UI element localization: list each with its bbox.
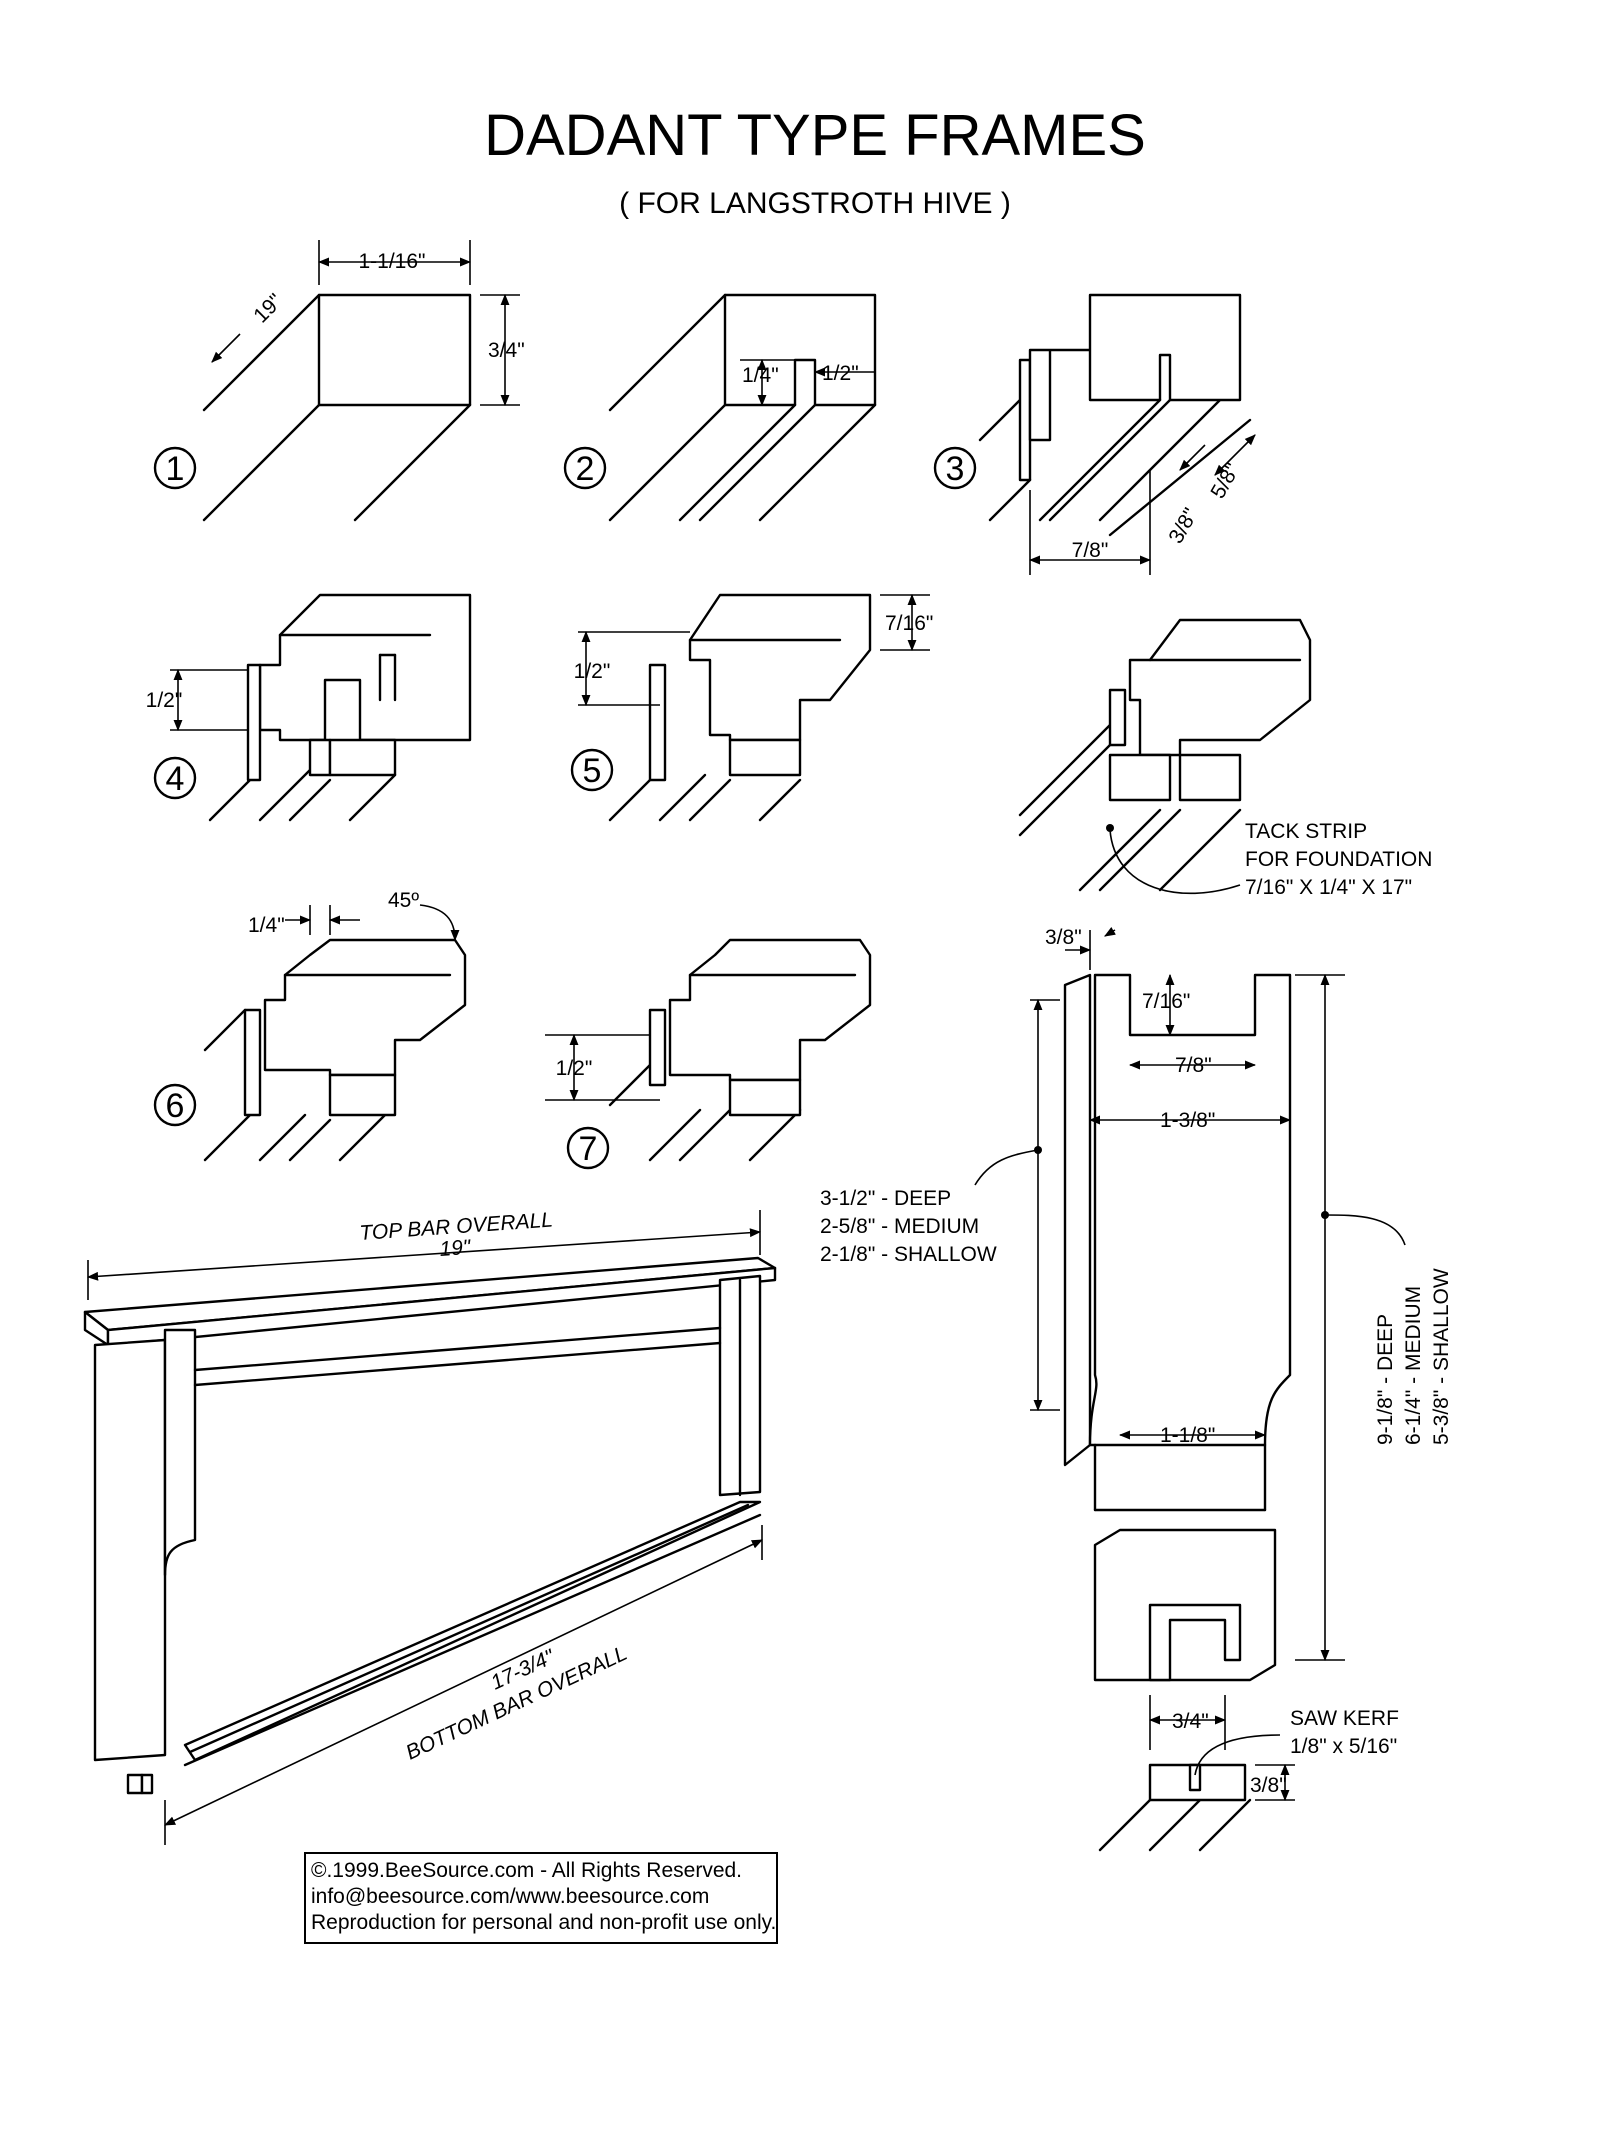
- page-subtitle: ( FOR LANGSTROTH HIVE ): [619, 187, 1011, 220]
- dim-1-1-16: 1-1/16": [359, 250, 426, 273]
- dim-7-16-endbar: 7/16": [1142, 990, 1190, 1013]
- end-bar-height-deep: 9-1/8" - DEEP: [1374, 1314, 1397, 1445]
- end-bar-drawing: [974, 926, 1406, 1852]
- step-1-marker: 1: [153, 446, 197, 490]
- step-5-chamfered-profile: [578, 593, 930, 822]
- end-bar-width-shallow: 2-1/8" - SHALLOW: [820, 1243, 997, 1266]
- step-2-number: 2: [576, 450, 595, 488]
- step-4-number: 4: [166, 760, 185, 798]
- step-6-bevel-profile: [203, 904, 467, 1162]
- dim-1-3-8-endbar: 1-3/8": [1160, 1109, 1215, 1132]
- step-7-number: 7: [579, 1130, 598, 1168]
- dim-45-deg: 45º: [388, 889, 419, 912]
- step-1-blank: [202, 240, 520, 522]
- saw-kerf-line-2: 1/8" x 5/16": [1290, 1735, 1397, 1758]
- copyright-line-2: info@beesource.com/www.beesource.com: [311, 1885, 709, 1908]
- end-bar-width-deep: 3-1/2" - DEEP: [820, 1187, 951, 1210]
- dim-7-8-rabbet: 7/8": [1072, 539, 1109, 562]
- top-bar-length: 19": [439, 1236, 473, 1261]
- dim-1-4-groove: 1/4": [742, 364, 779, 387]
- dim-1-2-step7: 1/2": [556, 1057, 593, 1080]
- dim-1-1-8-endbar: 1-1/8": [1160, 1424, 1215, 1447]
- step-5-marker: 5: [570, 748, 614, 792]
- assembled-frame: [83, 1210, 777, 1845]
- tack-strip-line-2: FOR FOUNDATION: [1245, 848, 1432, 871]
- end-bar-height-shallow: 5-3/8" - SHALLOW: [1430, 1268, 1453, 1445]
- step-7-marker: 7: [566, 1126, 610, 1170]
- step-3-marker: 3: [933, 446, 977, 490]
- step-6-marker: 6: [153, 1083, 197, 1127]
- dim-7-16-step5: 7/16": [885, 612, 933, 635]
- step-2-grooved-bar: [608, 293, 877, 522]
- step-1-number: 1: [166, 450, 185, 488]
- dim-1-2-step4: 1/2": [146, 689, 183, 712]
- dim-1-2-groove: 1/2": [822, 362, 859, 385]
- step-tack-strip-profile: [1018, 618, 1312, 895]
- dim-19: 19": [249, 289, 287, 327]
- tack-strip-line-1: TACK STRIP: [1245, 820, 1367, 843]
- tack-strip-line-3: 7/16" X 1/4" X 17": [1245, 876, 1412, 899]
- dim-3-8-rabbet: 3/8": [1164, 504, 1202, 547]
- step-5-number: 5: [583, 752, 602, 790]
- step-3-number: 3: [946, 450, 965, 488]
- copyright-line-3: Reproduction for personal and non-profit…: [311, 1911, 776, 1934]
- step-2-marker: 2: [563, 446, 607, 490]
- step-7-finished-profile: [545, 938, 872, 1162]
- step-4-marker: 4: [153, 756, 197, 800]
- dim-1-2-step5: 1/2": [574, 660, 611, 683]
- dim-3-4-kerf: 3/4": [1172, 1710, 1209, 1733]
- end-bar-width-medium: 2-5/8" - MEDIUM: [820, 1215, 979, 1238]
- dim-3-8-endbar: 3/8": [1045, 926, 1082, 949]
- step-4-cut-profile: [170, 593, 472, 822]
- end-bar-height-medium: 6-1/4" - MEDIUM: [1402, 1286, 1425, 1445]
- step-3-rabbeted-bar: [978, 293, 1256, 575]
- dim-7-8-endbar: 7/8": [1175, 1054, 1212, 1077]
- dim-3-4: 3/4": [488, 339, 525, 362]
- copyright-box: ©.1999.BeeSource.com - All Rights Reserv…: [304, 1852, 778, 1944]
- dim-5-8-rabbet: 5/8": [1206, 459, 1244, 502]
- dim-1-4-step6: 1/4": [248, 914, 285, 937]
- dim-3-8-kerf: 3/8": [1250, 1774, 1287, 1797]
- step-6-number: 6: [166, 1087, 185, 1125]
- saw-kerf-line-1: SAW KERF: [1290, 1707, 1399, 1730]
- page-title: DADANT TYPE FRAMES: [484, 103, 1146, 168]
- copyright-line-1: ©.1999.BeeSource.com - All Rights Reserv…: [311, 1859, 742, 1882]
